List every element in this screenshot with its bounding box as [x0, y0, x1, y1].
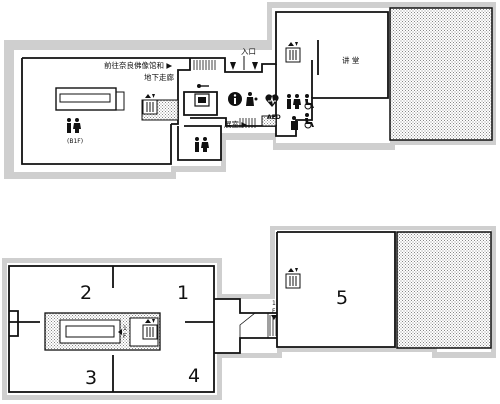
elevator-icon [285, 268, 301, 289]
underground-passage-label: 地下走廊 [144, 72, 174, 82]
upper-floor: 前往奈良佛像馆和 ▶ 地下走廊 入口 讲 堂 展室 ▶ (B1F) AED [4, 2, 496, 179]
lower-side-stairs [239, 312, 277, 339]
toilet-icon [67, 118, 81, 133]
key-icon [197, 84, 209, 88]
elevator-icon [285, 42, 301, 63]
room-3-label: 3 [85, 367, 97, 389]
upper-hatched-block-2 [261, 115, 277, 127]
upper-hatched-area [389, 7, 493, 141]
nursing-room-icon [246, 92, 258, 106]
lower-staircase [44, 312, 161, 351]
svg-text:F: F [272, 308, 276, 315]
lower-hatched-area [396, 231, 492, 349]
information-icon [228, 92, 242, 106]
room-1-label: 1 [177, 282, 189, 304]
lower-walls [8, 231, 396, 393]
svg-text:1: 1 [123, 325, 127, 332]
room-2-label: 2 [80, 282, 92, 304]
stair-1f-label: 1 F 1 F [118, 300, 277, 340]
entrance-label: 入口 [241, 47, 256, 56]
toilet-b1f-label: (B1F) [67, 138, 83, 145]
elevator-icon [142, 319, 158, 340]
locker-icon [194, 93, 210, 107]
upper-floor-interior [14, 8, 492, 172]
nursing-room-icon [291, 116, 298, 130]
room-4-label: 4 [188, 365, 200, 387]
exhibition-room-label: 展室 ▶ [224, 119, 247, 129]
aed-icon [265, 94, 279, 107]
toilet-icon [287, 94, 301, 109]
toilet-icon [195, 137, 209, 152]
upper-staircase [55, 87, 125, 111]
lecture-hall-label: 讲 堂 [342, 55, 360, 65]
svg-text:F: F [123, 333, 127, 340]
to-nara-museum-label: 前往奈良佛像馆和 ▶ [104, 60, 172, 70]
stair-steps [193, 60, 256, 128]
elevator-icon [142, 94, 158, 115]
room-5-label: 5 [336, 287, 348, 309]
upper-walls [21, 11, 389, 165]
wheelchair-icon [304, 113, 314, 129]
entrance-arrow-icon [230, 56, 258, 70]
lower-floor: 1 F 1 F 2 1 3 4 5 [2, 226, 496, 400]
accessible-toilet-icon [304, 94, 314, 110]
aed-label: AED [267, 114, 281, 121]
svg-text:1: 1 [272, 300, 276, 307]
